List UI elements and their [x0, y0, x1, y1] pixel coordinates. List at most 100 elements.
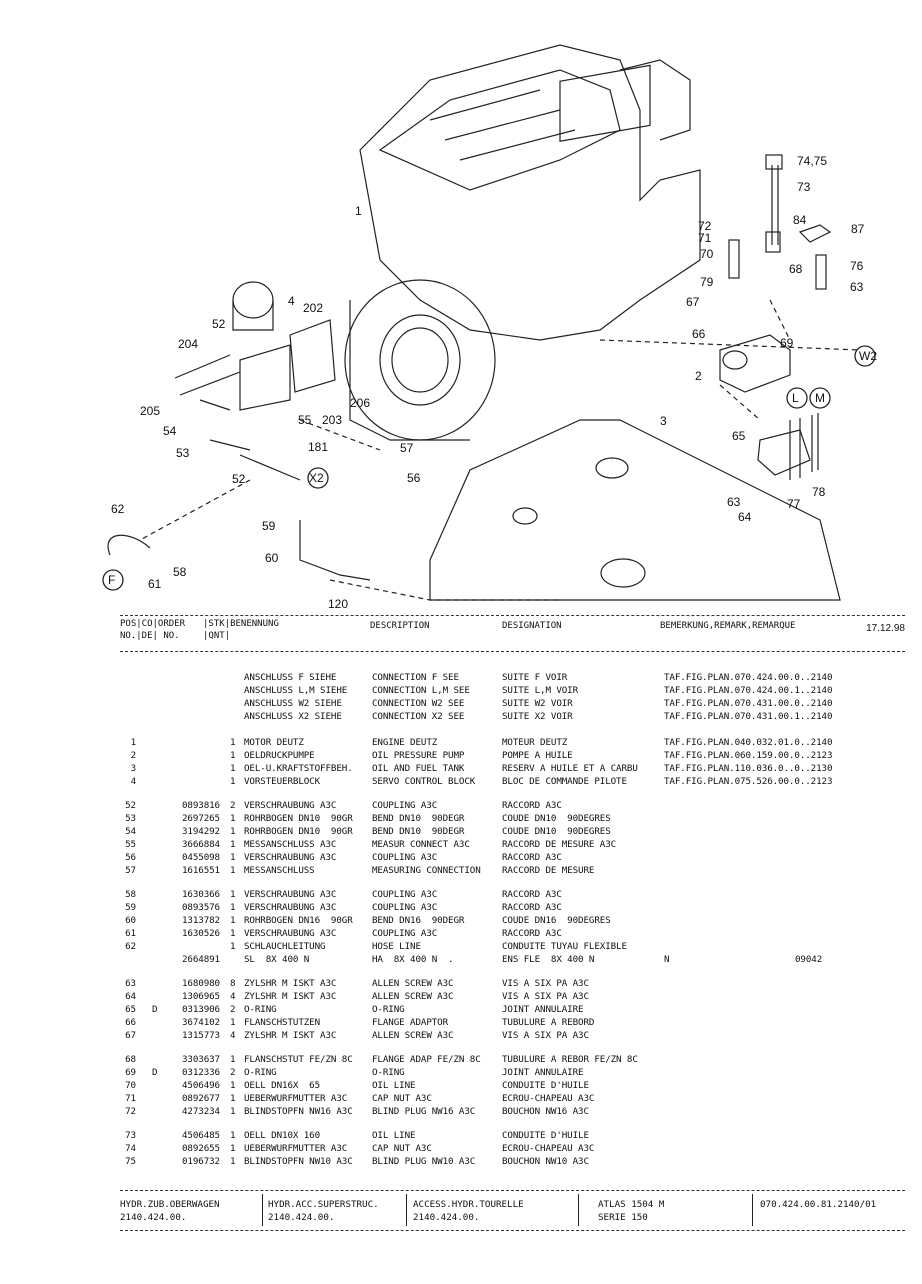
cell-order: 0893576 — [181, 902, 220, 913]
cell-qty: 2 — [230, 1004, 236, 1015]
footer-en-number: 2140.424.00. — [268, 1212, 335, 1223]
cell-pos: 70 — [125, 1080, 136, 1091]
cell-desc: OIL LINE — [372, 1130, 416, 1141]
cell-pos: 56 — [125, 852, 136, 863]
callout-label: 65 — [732, 429, 746, 443]
callout-label: 4 — [288, 294, 295, 308]
cell-rem: TAF.FIG.PLAN.110.036.0..0..2130 — [664, 763, 833, 774]
cell-desc: CONNECTION W2 SEE — [372, 698, 465, 709]
cell-pos: 1 — [130, 737, 137, 748]
cell-qty: 1 — [230, 852, 236, 863]
cell-pos: 67 — [125, 1030, 136, 1041]
cell-ben: ANSCHLUSS W2 SIEHE — [244, 698, 342, 709]
cell-qty: 1 — [230, 737, 236, 748]
cell-desc: HA 8X 400 N . — [372, 954, 454, 965]
cell-desc: OIL PRESSURE PUMP — [372, 750, 465, 761]
cell-desig: VIS A SIX PA A3C — [502, 991, 589, 1002]
cell-pos: 64 — [125, 991, 136, 1002]
cell-ben: ANSCHLUSS F SIEHE — [244, 672, 337, 683]
cell-order: 1630526 — [181, 928, 220, 939]
cell-desig: SUITE L,M VOIR — [502, 685, 579, 696]
cell-pos: 53 — [125, 813, 136, 824]
cell-rem: TAF.FIG.PLAN.060.159.00.0..2123 — [664, 750, 833, 761]
cell-desc: COUPLING A3C — [372, 902, 438, 913]
cell-desig: RACCORD A3C — [502, 800, 562, 811]
cell-qty: 1 — [230, 826, 236, 837]
footer-en-title: HYDR.ACC.SUPERSTRUC. — [268, 1199, 379, 1210]
cell-desc: BEND DN16 90DEGR — [372, 915, 465, 926]
cell-ben: VERSCHRAUBUNG A3C — [244, 902, 337, 913]
cell-desc: BEND DN10 90DEGR — [372, 813, 465, 824]
cell-ben: O-RING — [244, 1067, 277, 1078]
stk-header: |STK|BENENNUNG — [203, 619, 279, 629]
callout-label: 202 — [303, 301, 323, 315]
cell-desig: COUDE DN16 90DEGRES — [502, 915, 611, 926]
cell-qty: 8 — [230, 978, 236, 989]
cell-pos: 62 — [125, 941, 136, 952]
parts-table-header: POS|CO|ORDER NO.|DE| NO. |STK|BENENNUNG … — [120, 615, 905, 653]
cell-pos: 3 — [130, 763, 137, 774]
callout-label: 73 — [797, 180, 811, 194]
date-label: 17.12.98 — [866, 623, 905, 634]
cell-desc: ALLEN SCREW A3C — [372, 1030, 454, 1041]
callout-label: 70 — [700, 247, 714, 261]
cell-pos: 54 — [125, 826, 136, 837]
cell-order: 1680980 — [181, 978, 220, 989]
cell-qty: 2 — [230, 800, 236, 811]
callout-label: 63 — [850, 280, 864, 294]
cell-desig: COUDE DN10 90DEGRES — [502, 813, 611, 824]
callout-label: 53 — [176, 446, 190, 460]
designation-header: DESIGNATION — [502, 621, 562, 631]
cell-desc: BEND DN10 90DEGR — [372, 826, 465, 837]
callout-label: 60 — [265, 551, 279, 565]
cell-desc: FLANGE ADAPTOR — [372, 1017, 449, 1028]
callout-label: 52 — [232, 472, 246, 486]
cell-desig: JOINT ANNULAIRE — [502, 1004, 584, 1015]
cell-ben: VERSCHRAUBUNG A3C — [244, 800, 337, 811]
cell-desig: COUDE DN10 90DEGRES — [502, 826, 611, 837]
cell-desc: COUPLING A3C — [372, 800, 438, 811]
no-header: NO.|DE| NO. — [120, 631, 180, 641]
cell-pos: 66 — [125, 1017, 136, 1028]
footer-fr-number: 2140.424.00. — [413, 1212, 480, 1223]
remark-header: BEMERKUNG,REMARK,REMARQUE — [660, 621, 796, 631]
cell-desc: ALLEN SCREW A3C — [372, 978, 454, 989]
cell-qty: 1 — [230, 915, 236, 926]
cell-desig: MOTEUR DEUTZ — [502, 737, 568, 748]
cell-pos: 4 — [130, 776, 137, 787]
cell-qty: 1 — [230, 1156, 236, 1167]
cell-pos: 69 — [125, 1067, 136, 1078]
cell-ben: MESSANSCHLUSS — [244, 865, 315, 876]
cell-desig: ECROU-CHAPEAU A3C — [502, 1143, 595, 1154]
cell-desig: SUITE F VOIR — [502, 672, 568, 683]
cell-qty: 1 — [230, 889, 236, 900]
cell-order: 1630366 — [181, 889, 220, 900]
cell-ben: OELL DN16X 65 — [244, 1080, 321, 1091]
callout-label: M — [815, 391, 825, 405]
callout-label: 181 — [308, 440, 328, 454]
cell-desig: JOINT ANNULAIRE — [502, 1067, 584, 1078]
cell-qty: 1 — [230, 750, 236, 761]
cell-order: 4506496 — [181, 1080, 220, 1091]
cell-ben: ZYLSHR M ISKT A3C — [244, 991, 337, 1002]
callout-label: 2 — [695, 369, 702, 383]
cell-qty: 1 — [230, 1130, 236, 1141]
cell-ben: OEL-U.KRAFTSTOFFBEH. — [244, 763, 353, 774]
cell-desc: ENGINE DEUTZ — [372, 737, 438, 748]
callout-label: L — [792, 391, 799, 405]
cell-qty: 1 — [230, 865, 236, 876]
cell-rem: TAF.FIG.PLAN.070.431.00.1..2140 — [664, 711, 833, 722]
